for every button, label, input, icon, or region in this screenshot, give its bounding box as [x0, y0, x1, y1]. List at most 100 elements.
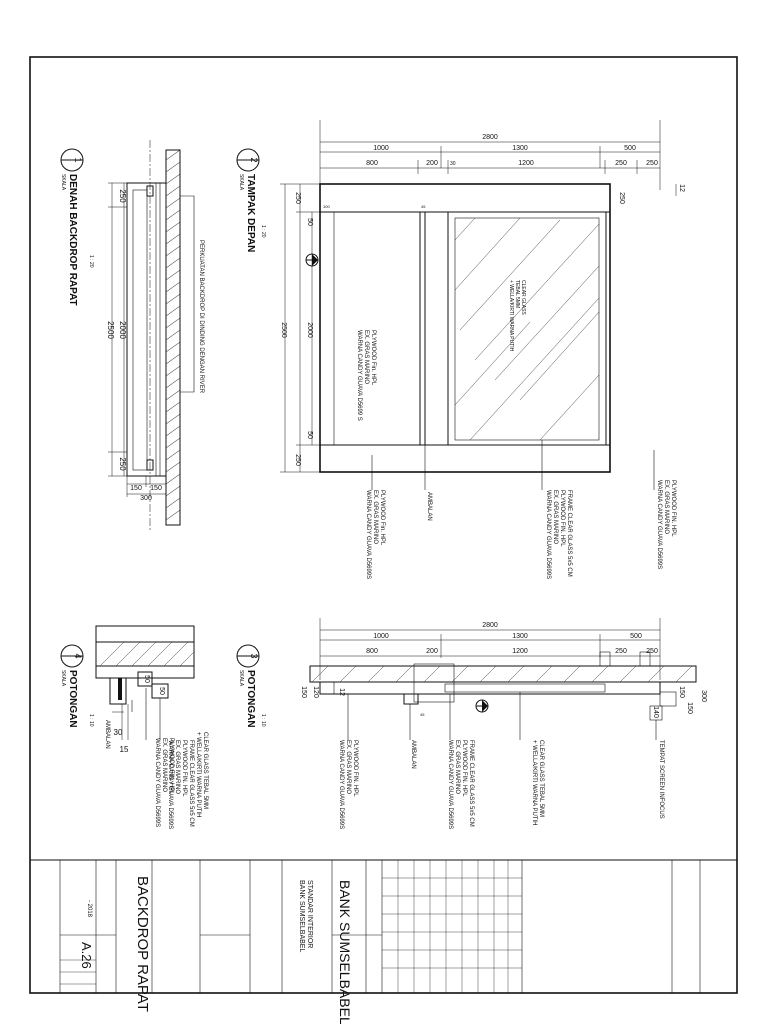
view-section: 2800 1000 1300 500 800 200 1200 250 250: [236, 618, 707, 829]
view2-skala: SKALA: [238, 174, 244, 191]
note-glass-2: + WELLA/KIRTI WARNA PUTIH: [508, 280, 514, 352]
dim-sec-150b: 150: [686, 702, 693, 714]
note-sec4-frame-2: EX. GRAS MARINO: [174, 740, 180, 794]
note-sec4-glass-0: CLEAR GLASS TEBAL 5MM: [202, 732, 208, 809]
view-elevation: 2800 1000 1300 500 800 200 30 1200 250 2…: [236, 120, 685, 579]
view1-number: 1: [73, 157, 83, 162]
dim-elev-v2000: 2000: [306, 322, 313, 338]
note-plywood1-0: PLYWOOD Fin. HPL: [370, 330, 376, 386]
dim-sec-12: 12: [338, 688, 345, 696]
note-plywood3-0: PLYWOOD FIN. HPL: [670, 480, 676, 537]
view3-skala: SKALA: [238, 670, 244, 687]
note-plywood1-1: EX. GRAS MARINO: [363, 330, 369, 384]
view1-title: DENAH BACKDROP RAPAT: [67, 174, 78, 306]
note-plywood1-2: WARNA CANDY GUAVA D5699 S: [356, 330, 362, 421]
dim-elev-2800: 2800: [482, 134, 498, 141]
note-sec4-glass-1: + WELLA/KIRTI WARNA PUTIH: [195, 732, 201, 818]
note-plywood2-0: PLYWOOD Fin. HPL: [379, 490, 385, 546]
note-infocus: TEMPAT SCREEN INFOCUS: [658, 740, 664, 819]
dim-plan-150a: 150: [130, 485, 142, 492]
note-glass-1: TEBAL 5MM: [514, 280, 520, 308]
dim-plan-2000: 2000: [118, 321, 127, 339]
dim-elev-30: 30: [450, 161, 456, 167]
view4-scale: 1 : 10: [88, 714, 94, 727]
dim-sec4-30: 30: [114, 728, 123, 737]
note-sec3-frame-3: WARNA CANDY GUAVA D5699S: [447, 740, 453, 829]
note-sec4-frame-1: PLYWOOD FIN. HPL: [181, 740, 187, 797]
dim-elev-250-right: 250: [618, 192, 625, 204]
view1-scale: 1 : 20: [88, 255, 94, 268]
sheet-number: A.26: [79, 942, 94, 969]
year-label: - 2018: [86, 900, 92, 918]
dim-sec-1300: 1300: [512, 633, 528, 640]
dim-sec-152: 150: [300, 686, 307, 698]
view4-number: 4: [73, 653, 83, 658]
note-sec3-ply-0: PLYWOOD FIN. HPL: [352, 740, 358, 797]
note-frame-0: FRAME CLEAR GLASS 5x5 CM: [566, 490, 572, 577]
dim-sec-45: 45: [420, 712, 425, 717]
dim-sec-1200: 1200: [512, 648, 528, 655]
note-ambalan: AMBALAN: [426, 492, 432, 521]
dim-sec-250a: 250: [615, 648, 627, 655]
dim-sec4-50b: 50: [158, 687, 165, 695]
note-sec4-ply-2: WARNA CANDY GUAVA D5699S: [154, 738, 160, 827]
dim-elev-v50-bot: 50: [306, 431, 313, 439]
view3-title: POTONGAN: [245, 670, 256, 728]
dim-elev-1300: 1300: [512, 145, 528, 152]
dim-elev-v2500: 2500: [280, 322, 287, 338]
view2-title: TAMPAK DEPAN: [245, 174, 256, 252]
note-sec3-frame-2: EX. GRAS MARINO: [454, 740, 460, 794]
note-sec3-ply-1: EX. GRAS MARINO: [345, 740, 351, 794]
view4-title: POTONGAN: [67, 670, 78, 728]
dim-plan-150b: 150: [150, 485, 162, 492]
dim-sec-2800: 2800: [482, 622, 498, 629]
dim-elev-500: 500: [624, 145, 636, 152]
dim-elev-1200: 1200: [518, 160, 534, 167]
note-plywood3-2: WARNA CANDY GUAVA D5699S: [656, 480, 662, 569]
dim-elev-45: 45: [421, 204, 426, 209]
note-frame-3: WARNA CANDY GUAVA D5699S: [545, 490, 551, 579]
dim-sec-800: 800: [366, 648, 378, 655]
dim-plan-2500: 2500: [106, 321, 115, 339]
dim-sec-1000: 1000: [373, 633, 389, 640]
note-sec4-ply-1: EX. GRAS MARINO: [161, 738, 167, 792]
note-sec3-ambalan: AMBALAN: [410, 740, 416, 769]
view1-skala: SKALA: [60, 174, 66, 191]
title-block: BACKDROP RAPAT A.26 - 2018 BANK SUMSELBA…: [29, 859, 738, 1024]
note-sec3-frame-0: FRAME CLEAR GLASS 5x5 CM: [468, 740, 474, 827]
view-plan: 250 2000 250 2500 150 150 300 PERKUATAN …: [60, 140, 204, 530]
note-plywood2-1: EX. GRAS MARINO: [372, 490, 378, 544]
dim-elev-250b: 250: [646, 160, 658, 167]
note-sec4-frame-3: WARNA CANDY GUAVA D5699S: [167, 740, 173, 829]
note-sec3-frame-1: PLYWOOD FIN. HPL: [461, 740, 467, 797]
dim-sec-200: 200: [426, 648, 438, 655]
dim-elev-v50-top: 50: [306, 218, 313, 226]
dim-sec-300: 300: [700, 690, 707, 702]
dim-elev-v250-bot: 250: [294, 454, 301, 466]
dim-sec4-50a: 50: [143, 675, 150, 683]
dim-elev-250a: 250: [615, 160, 627, 167]
project-sub-0: STANDAR INTERIOR: [306, 880, 313, 948]
note-sec4-ambalan: AMBALAN: [104, 720, 110, 749]
dim-elev-12: 12: [678, 184, 685, 192]
drawing-title: BACKDROP RAPAT: [134, 876, 151, 1012]
dim-elev-200: 200: [426, 160, 438, 167]
view2-scale: 1 : 20: [260, 225, 266, 238]
dim-plan-300: 300: [140, 495, 152, 502]
dim-sec-500: 500: [630, 633, 642, 640]
project-sub-1: BANK SUMSELBABEL: [298, 880, 305, 952]
dim-sec-140: 140: [652, 706, 659, 718]
dim-sec4-15: 15: [120, 745, 129, 754]
view3-number: 3: [249, 653, 259, 658]
note-sec4-frame-0: FRAME CLEAR GLASS 5x5 CM: [188, 740, 194, 827]
dim-sec-250b: 250: [646, 648, 658, 655]
dim-elev-800: 800: [366, 160, 378, 167]
dim-elev-1000: 1000: [373, 145, 389, 152]
dim-sec-120: 120: [312, 686, 319, 698]
note-glass-0: CLEAR GLASS: [520, 280, 526, 315]
dim-plan-250-top: 250: [118, 189, 127, 203]
note-plan-wall: PERKUATAN BACKDROP DI DINDING DENGAN RIV…: [198, 240, 204, 394]
note-frame-2: EX. GRAS MARINO: [552, 490, 558, 544]
dim-elev-100: 100: [323, 204, 330, 209]
